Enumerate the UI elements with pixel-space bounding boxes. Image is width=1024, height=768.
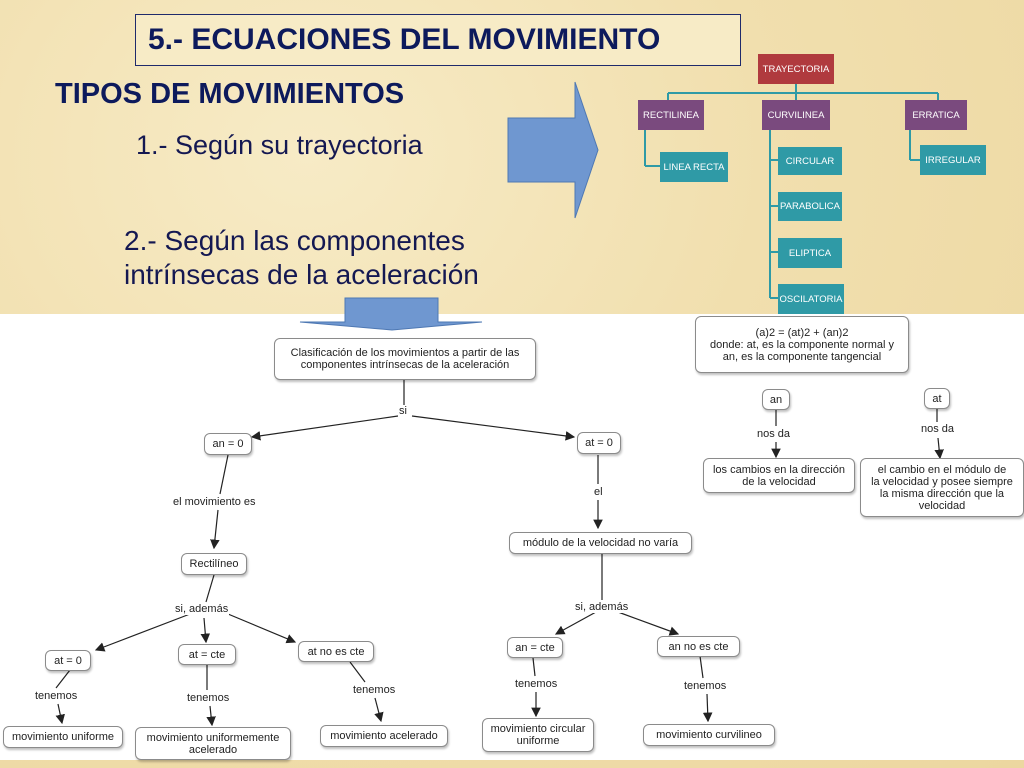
formula-line3: an, es la componente tangencial (722, 350, 882, 363)
movimiento-acelerado-node: movimiento acelerado (320, 725, 448, 747)
movimiento-uniforme-node: movimiento uniforme (3, 726, 123, 748)
mua-line2: acelerado (188, 743, 238, 756)
trajectory-root-node: TRAYECTORIA (758, 54, 834, 84)
linea-recta-node: LINEA RECTA (660, 152, 728, 182)
link-label-nos-da-at: nos da (920, 423, 956, 435)
rectilineo-node: Rectilíneo (181, 553, 247, 575)
at-desc-line3: la misma dirección que la (879, 487, 1005, 500)
at-zero-b-node: at = 0 (45, 650, 91, 671)
right-arrow-icon (507, 81, 599, 219)
link-label-si-ademas-right: si, además (574, 601, 630, 613)
rectilinea-node: RECTILINEA (638, 100, 704, 130)
mcu-line1: movimiento circular (490, 723, 586, 735)
mcu-line2: uniforme (516, 735, 560, 747)
link-label-tenemos-2: tenemos (186, 692, 231, 704)
erratica-node: ERRATICA (905, 100, 967, 130)
slide-title: 5.- ECUACIONES DEL MOVIMIENTO (135, 14, 741, 66)
at-node: at (924, 388, 950, 409)
link-label-tenemos-5: tenemos (683, 680, 728, 692)
link-label-si: si (398, 405, 408, 417)
modulo-constante-node: módulo de la velocidad no varía (509, 532, 692, 554)
mua-line1: movimiento uniformemente (146, 731, 280, 744)
root-line1: Clasificación de los movimientos a parti… (290, 347, 520, 359)
item-components: 2.- Según las componentes intrínsecas de… (124, 224, 479, 292)
an-desc-line2: de la velocidad (742, 475, 816, 488)
formula-line2: donde: at, es la componente normal y (709, 338, 895, 351)
classification-root-node: Clasificación de los movimientos a parti… (274, 338, 536, 380)
link-label-nos-da-an: nos da (756, 428, 792, 440)
movimiento-curvilineo-node: movimiento curvilineo (643, 724, 775, 746)
at-desc-line2: la velocidad y posee siempre (871, 475, 1013, 488)
link-label-movimiento-es: el movimiento es (172, 496, 257, 508)
at-cte-node: at = cte (178, 644, 236, 665)
section-heading: TIPOS DE MOVIMIENTOS (55, 78, 405, 110)
link-label-tenemos-4: tenemos (514, 678, 559, 690)
link-label-tenemos-3: tenemos (352, 684, 397, 696)
item-trajectory: 1.- Según su trayectoria (136, 130, 423, 160)
root-line2: componentes intrínsecas de la aceleració… (300, 359, 510, 371)
item-components-line1: 2.- Según las componentes (124, 225, 465, 256)
parabolica-node: PARABOLICA (778, 192, 842, 221)
down-arrow-icon (299, 297, 483, 331)
an-desc-line1: los cambios en la dirección (712, 463, 846, 476)
formula-line1: (a)2 = (at)2 + (an)2 (755, 326, 849, 339)
item-components-line2: intrínsecas de la aceleración (124, 259, 479, 290)
link-label-tenemos-1: tenemos (34, 690, 79, 702)
an-zero-node: an = 0 (204, 433, 252, 455)
link-label-el: el (593, 486, 604, 498)
an-no-cte-node: an no es cte (657, 636, 740, 657)
at-desc-line4: velocidad (918, 499, 966, 512)
oscilatoria-node: OSCILATORIA (778, 284, 844, 314)
link-label-si-ademas-left: si, además (174, 603, 230, 615)
circular-node: CIRCULAR (778, 147, 842, 175)
at-no-cte-node: at no es cte (298, 641, 374, 662)
irregular-node: IRREGULAR (920, 145, 986, 175)
at-zero-node: at = 0 (577, 432, 621, 454)
curvilinea-node: CURVILINEA (762, 100, 830, 130)
at-desc-line1: el cambio en el módulo de (877, 463, 1007, 476)
eliptica-node: ELIPTICA (778, 238, 842, 268)
an-node: an (762, 389, 790, 410)
an-cte-node: an = cte (507, 637, 563, 658)
